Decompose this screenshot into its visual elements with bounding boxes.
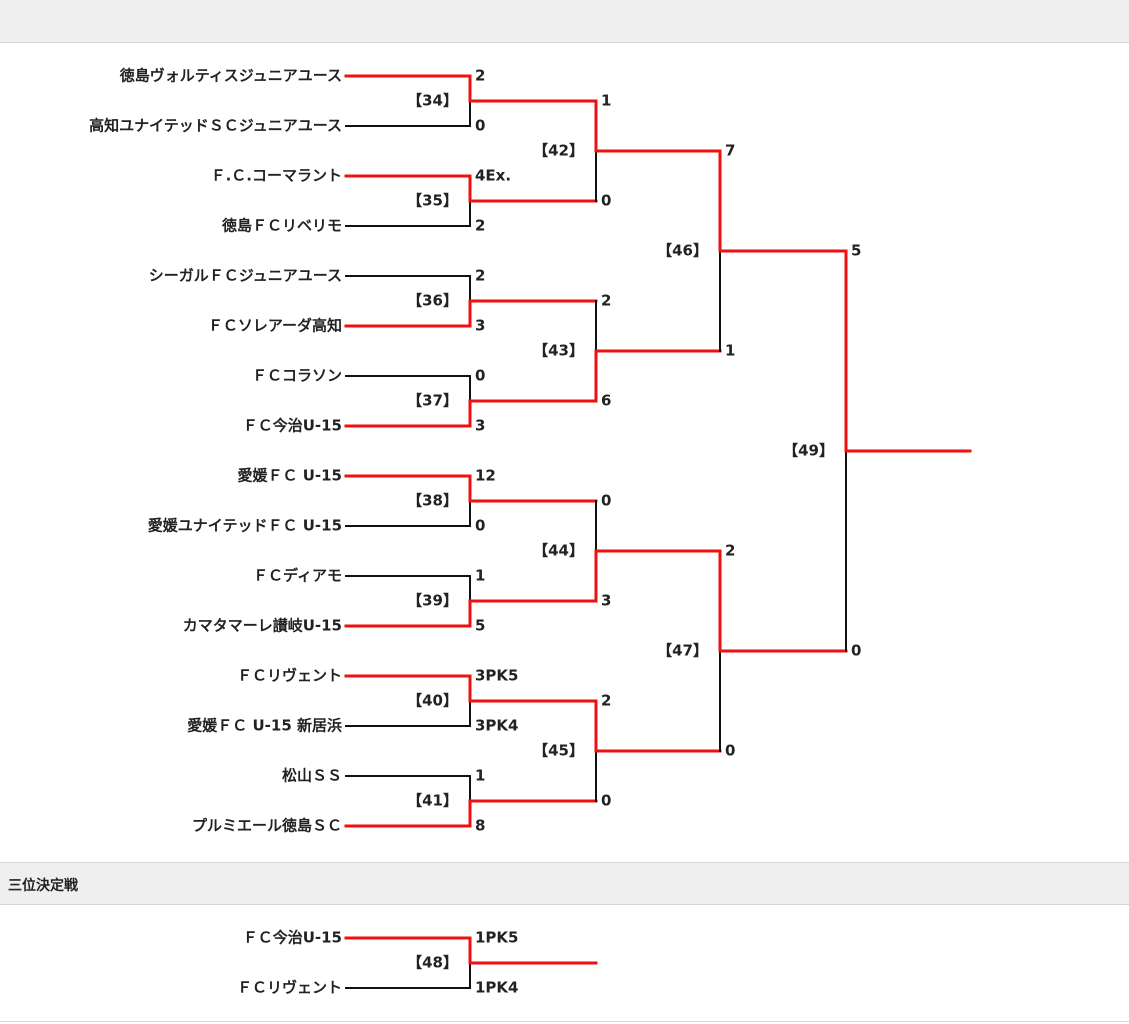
third-place-match-match-number: 【48】: [407, 954, 458, 972]
r1-match-3-score-bottom: 3: [475, 317, 485, 335]
r1-match-1-match-number: 【34】: [407, 92, 458, 110]
r3-match-1-match-number: 【46】: [657, 242, 708, 260]
team-name: プルミエール徳島ＳＣ: [192, 817, 342, 835]
r2-match-1-score-top: 1: [601, 92, 611, 110]
team-name: ＦＣディアモ: [253, 567, 342, 585]
r1-match-7-match-number: 【40】: [407, 692, 458, 710]
r2-match-2-score-top: 2: [601, 292, 611, 310]
team-name: 徳島ヴォルティスジュニアユース: [119, 67, 342, 85]
r1-match-6-score-top: 1: [475, 567, 485, 585]
r1-match-5-score-bottom: 0: [475, 517, 485, 535]
team-name: 松山ＳＳ: [282, 767, 342, 785]
r1-match-6-match-number: 【39】: [407, 592, 458, 610]
r1-match-7-score-bottom: 3PK4: [475, 717, 519, 735]
r1-match-4-score-bottom: 3: [475, 417, 485, 435]
r1-match-1-score-top: 2: [475, 67, 485, 85]
r1-match-6-score-bottom: 5: [475, 617, 485, 635]
final-match-score-bottom: 0: [851, 642, 861, 660]
r3-match-1-score-bottom: 1: [725, 342, 735, 360]
r1-match-8-match-number: 【41】: [407, 792, 458, 810]
final-match-match-number: 【49】: [783, 442, 834, 460]
team-name: 愛媛ＦＣ U-15: [237, 467, 342, 485]
r3-match-2-score-top: 2: [725, 542, 735, 560]
r2-match-1-score-bottom: 0: [601, 192, 611, 210]
top-header-bar: [0, 0, 1129, 43]
third-place-title: 三位決定戦: [8, 878, 78, 894]
r2-match-3-match-number: 【44】: [533, 542, 584, 560]
r2-match-1-match-number: 【42】: [533, 142, 584, 160]
bottom-divider: [0, 1021, 1129, 1022]
r3-match-2-score-bottom: 0: [725, 742, 735, 760]
team-name: ＦＣリヴェント: [237, 667, 342, 685]
team-name: 高知ユナイテッドＳＣジュニアユース: [89, 117, 342, 135]
team-name: ＦＣコラソン: [252, 367, 342, 385]
third-place-section-header: 三位決定戦: [0, 862, 1129, 905]
r1-match-3-match-number: 【36】: [407, 292, 458, 310]
team-name: ＦＣリヴェント: [237, 979, 342, 997]
r1-match-2-score-bottom: 2: [475, 217, 485, 235]
team-name: シーガルＦＣジュニアユース: [149, 267, 342, 285]
r1-match-8-score-top: 1: [475, 767, 485, 785]
team-name: 愛媛ユナイテッドＦＣ U-15: [148, 517, 342, 535]
r1-match-3-score-top: 2: [475, 267, 485, 285]
final-match-score-top: 5: [851, 242, 861, 260]
r3-match-1-score-top: 7: [725, 142, 735, 160]
r2-match-2-score-bottom: 6: [601, 392, 611, 410]
team-name: ＦＣ今治U-15: [243, 929, 342, 947]
r1-match-1-score-bottom: 0: [475, 117, 485, 135]
r1-match-2-score-top: 4Ex.: [475, 167, 511, 185]
r1-match-4-match-number: 【37】: [407, 392, 458, 410]
r1-match-4-score-top: 0: [475, 367, 485, 385]
third-place-match-score-bottom: 1PK4: [475, 979, 519, 997]
team-name: 徳島ＦＣリベリモ: [221, 217, 342, 235]
r1-match-5-score-top: 12: [475, 467, 496, 485]
r1-match-2-match-number: 【35】: [407, 192, 458, 210]
r2-match-3-score-bottom: 3: [601, 592, 611, 610]
team-name: Ｆ.Ｃ.コーマラント: [211, 167, 342, 185]
r1-match-8-score-bottom: 8: [475, 817, 485, 835]
r3-match-2-match-number: 【47】: [657, 642, 708, 660]
team-name: ＦＣソレアーダ高知: [208, 317, 342, 335]
team-name: カマタマーレ讃岐U-15: [183, 617, 342, 635]
r2-match-4-score-bottom: 0: [601, 792, 611, 810]
team-name: 愛媛ＦＣ U-15 新居浜: [187, 717, 342, 735]
r2-match-3-score-top: 0: [601, 492, 611, 510]
r2-match-4-match-number: 【45】: [533, 742, 584, 760]
r1-match-7-score-top: 3PK5: [475, 667, 519, 685]
r2-match-4-score-top: 2: [601, 692, 611, 710]
r2-match-2-match-number: 【43】: [533, 342, 584, 360]
third-place-match-score-top: 1PK5: [475, 929, 519, 947]
team-name: ＦＣ今治U-15: [243, 417, 342, 435]
r1-match-5-match-number: 【38】: [407, 492, 458, 510]
